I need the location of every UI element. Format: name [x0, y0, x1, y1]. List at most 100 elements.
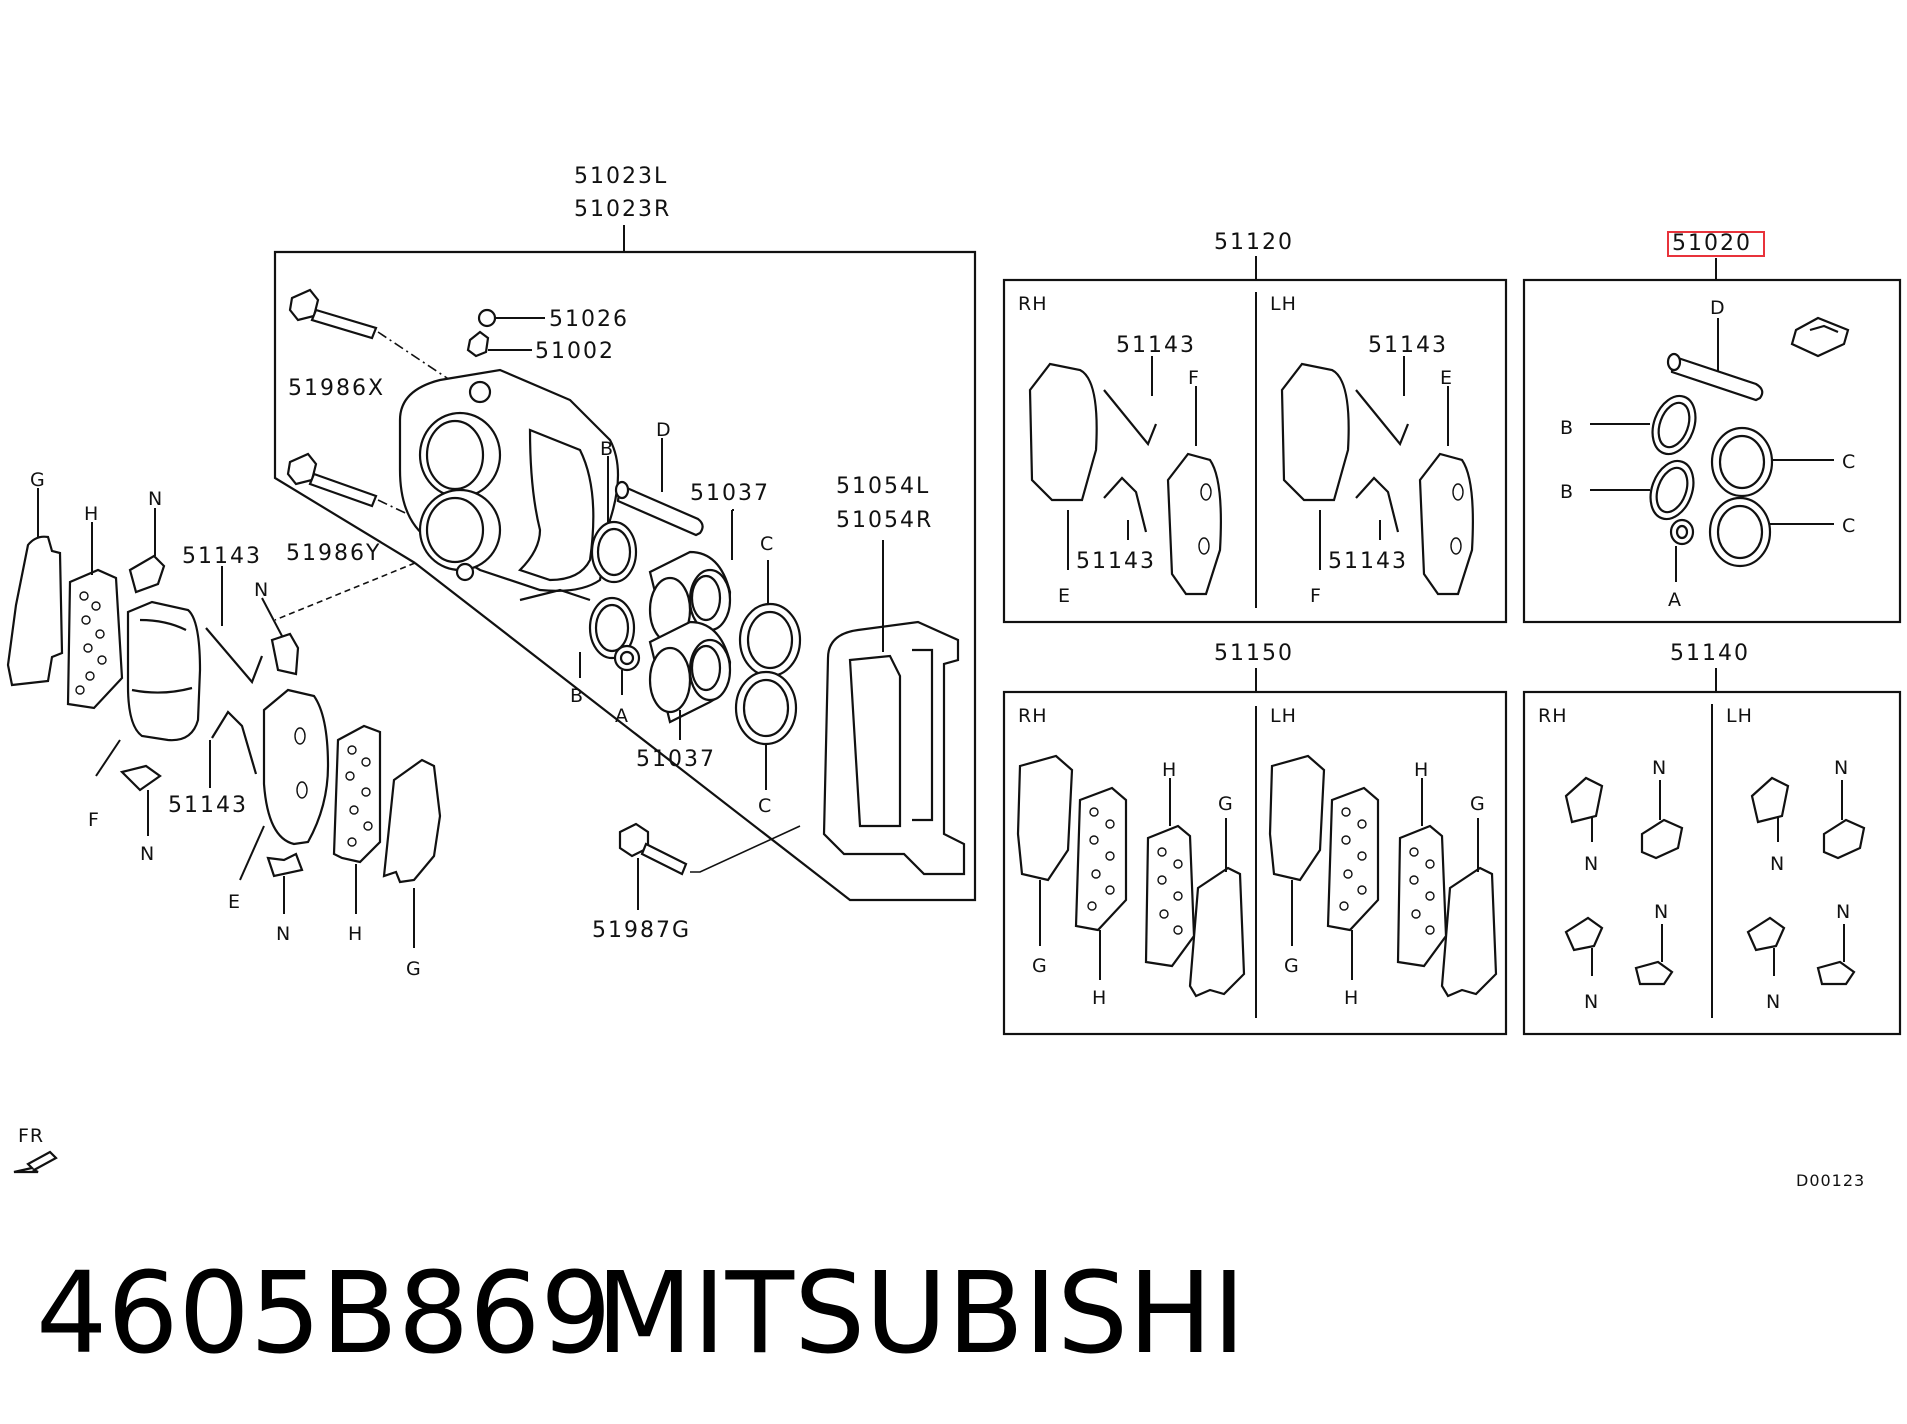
- kit-51150-rh-shim-g1: [1016, 754, 1074, 882]
- callout-51054r: 51054R: [836, 508, 933, 533]
- callout-b-lower: B: [570, 685, 584, 707]
- kit-51120-number: 51120: [1214, 230, 1294, 255]
- kit-51150-lh-shim-h1: [1326, 786, 1380, 932]
- kit-51140-rh-n3: N: [1584, 991, 1599, 1013]
- kit-51150-group: 51150 RH LH G H H G: [1002, 641, 1508, 1036]
- kit-51140-lh-clip-4: [1816, 960, 1856, 986]
- callout-h-inner: H: [348, 923, 363, 945]
- caliper-assembly-frame: [273, 250, 977, 902]
- callout-c-lower: C: [758, 795, 772, 817]
- kit-51020-highlight: [1667, 231, 1765, 257]
- clip-n-bottom: [266, 852, 304, 878]
- piston-lower: [648, 620, 732, 724]
- caption-brand: MITSUBISHI: [596, 1249, 1245, 1379]
- kit-51120-lh-pad-e: [1418, 452, 1474, 596]
- direction-indicator: FR: [13, 1125, 58, 1174]
- kit-51140-rh-n2: N: [1652, 757, 1667, 779]
- callout-c-upper: C: [760, 533, 774, 555]
- kit-51150-rh-g-bottom: G: [1032, 955, 1048, 977]
- kit-51140-rh-clip-1: [1564, 776, 1604, 824]
- kit-51150-lh-shim-g2: [1440, 866, 1498, 998]
- direction-label: FR: [18, 1125, 44, 1147]
- bracket-bolt: [618, 822, 688, 876]
- kit-51140-rh-clip-3: [1564, 916, 1604, 952]
- kit-51120-lh-spring-top: [1355, 389, 1410, 447]
- callout-n-top: N: [148, 488, 163, 510]
- kit-51150-lh-h-bottom: H: [1344, 987, 1359, 1009]
- kit-51120-lh-callout-bottom: 51143: [1328, 549, 1408, 574]
- kit-51140-lh-clip-3: [1746, 916, 1786, 952]
- callout-51037-lower: 51037: [636, 747, 716, 772]
- kit-51140-rh-n4: N: [1654, 901, 1669, 923]
- kit-51140-rh-label: RH: [1538, 705, 1568, 727]
- kit-51120-rh-spring-bottom: [1103, 476, 1148, 533]
- kit-51020-label-b-bottom: B: [1560, 481, 1574, 503]
- kit-51140-lh-clip-2: [1822, 818, 1866, 860]
- kit-51140-lh-n4: N: [1836, 901, 1851, 923]
- guide-pin-x: [288, 288, 451, 381]
- kit-51140-lh-n1: N: [1770, 853, 1785, 875]
- caliper-part-number-l: 51023L: [574, 164, 668, 189]
- callout-51026: 51026: [549, 307, 629, 332]
- kit-51020-pin-d: [1670, 354, 1764, 402]
- caliper-body: [398, 368, 620, 602]
- guide-pin-d: [614, 480, 704, 537]
- callout-51143-lower: 51143: [168, 793, 248, 818]
- callout-51986x: 51986X: [288, 376, 385, 401]
- kit-51120-rh-label: RH: [1018, 293, 1048, 315]
- kit-51150-rh-h-top: H: [1162, 759, 1177, 781]
- kit-51020-number: 51020: [1672, 231, 1752, 256]
- kit-51020-group: 51020 D B B C C A: [1522, 231, 1902, 624]
- kit-51120-rh-pad-f: [1166, 452, 1222, 596]
- kit-51120-lh-label: LH: [1270, 293, 1297, 315]
- kit-51120-rh-pad-e-label: E: [1058, 585, 1071, 607]
- kit-51140-rh-clip-4: [1634, 960, 1674, 986]
- caliper-bracket: [822, 620, 966, 876]
- kit-51020-label-c-bottom: C: [1842, 515, 1856, 537]
- kit-51150-rh-shim-h2: [1144, 824, 1196, 968]
- kit-51150-lh-shim-h2: [1396, 824, 1448, 968]
- callout-b-upper: B: [600, 438, 614, 460]
- kit-51140-rh-n1: N: [1584, 853, 1599, 875]
- kit-51140-lh-n2: N: [1834, 757, 1849, 779]
- bleeder-screw: [466, 330, 490, 358]
- callout-h-outer: H: [84, 503, 99, 525]
- kit-51120-lh-pad-f: [1280, 362, 1350, 502]
- kit-51020-label-c-top: C: [1842, 451, 1856, 473]
- kit-51020-label-a: A: [1668, 589, 1682, 611]
- kit-51020-boot-b-bottom: [1649, 459, 1695, 521]
- kit-51150-lh-g-bottom: G: [1284, 955, 1300, 977]
- clip-n-lower-left: [119, 764, 162, 792]
- kit-51140-lh-clip-1: [1750, 776, 1790, 824]
- shim-g-inner: [382, 758, 442, 884]
- kit-51140-lh-n3: N: [1766, 991, 1781, 1013]
- callout-g-inner: G: [406, 958, 422, 980]
- exploded-pads-group: G H N F N 51143 5114: [6, 469, 442, 980]
- kit-51150-rh-shim-h1: [1074, 786, 1128, 932]
- callout-g-outer: G: [30, 469, 46, 491]
- kit-51150-rh-shim-g2: [1188, 866, 1246, 998]
- callout-n-upper: N: [254, 579, 269, 601]
- kit-51020-grease-packet: [1790, 316, 1850, 358]
- pad-e: [262, 688, 330, 846]
- clip-n-upper: [270, 632, 300, 676]
- shim-h-inner: [332, 724, 382, 864]
- guide-pin-y: [286, 452, 421, 521]
- kit-51150-lh-shim-g1: [1268, 754, 1326, 882]
- kit-51020-label-d: D: [1710, 297, 1726, 319]
- callout-e: E: [228, 891, 241, 913]
- caption-part-number: 4605B869: [36, 1249, 612, 1379]
- kit-51020-boot-b-top: [1651, 394, 1697, 456]
- kit-51120-frame: [1002, 278, 1508, 624]
- kit-51150-rh-h-bottom: H: [1092, 987, 1107, 1009]
- kit-51120-lh-pad-f-label: F: [1310, 585, 1322, 607]
- kit-51140-rh-clip-2: [1640, 818, 1684, 860]
- pad-f: [126, 600, 202, 742]
- kit-51140-lh-label: LH: [1726, 705, 1753, 727]
- kit-51120-lh-pad-e-label: E: [1440, 367, 1453, 389]
- kit-51150-lh-label: LH: [1270, 705, 1297, 727]
- kit-51120-group: 51120 RH LH 51143 51143 E F 51143 51143 …: [1002, 230, 1508, 624]
- shim-g-outer: [6, 535, 64, 687]
- clip-n-top: [128, 554, 166, 594]
- caliper-assembly-group: 51023L 51023R 51986X 51986Y 51026 51002: [273, 164, 977, 943]
